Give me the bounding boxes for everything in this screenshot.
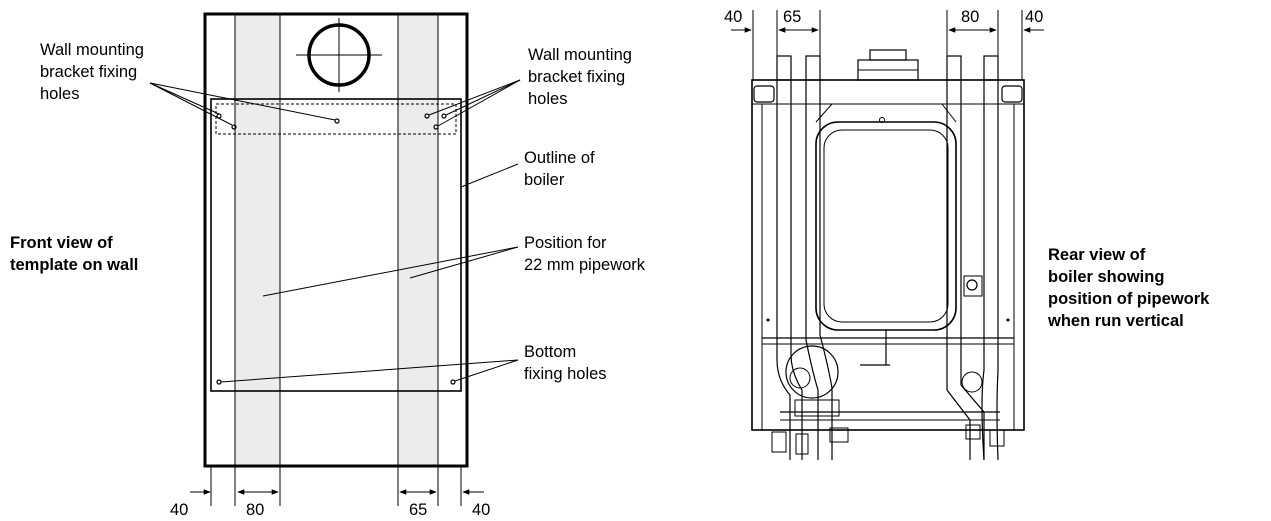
- label-line: Wall mounting: [40, 41, 144, 59]
- template-outline: [203, 12, 469, 468]
- label-line: bracket fixing: [40, 63, 137, 81]
- label-bottom-fixing-holes: Bottom fixing holes: [524, 343, 607, 383]
- title-line: template on wall: [10, 256, 138, 274]
- title-line: Front view of: [10, 234, 113, 252]
- dim-65: 65: [409, 501, 427, 519]
- front-template-view: Wall mounting bracket fixing holes Wall …: [10, 12, 646, 519]
- label-line: holes: [40, 85, 79, 103]
- flue-opening: [296, 18, 382, 92]
- title-line: boiler showing: [1048, 268, 1164, 286]
- bracket-hole: [231, 124, 237, 130]
- title-line: position of pipework: [1048, 290, 1210, 308]
- pipe-left-pair: [771, 55, 849, 460]
- label-line: boiler: [524, 171, 565, 189]
- label-line: Position for: [524, 234, 607, 252]
- label-line: 22 mm pipework: [524, 256, 646, 274]
- label-wall-mounting-right: Wall mounting bracket fixing holes: [528, 46, 637, 108]
- rear-view-title: Rear view of boiler showing position of …: [1047, 246, 1214, 330]
- rear-boiler-view: 40 65 80 40: [724, 8, 1214, 461]
- boiler-outline: [210, 98, 462, 392]
- label-line: bracket fixing: [528, 68, 625, 86]
- bottom-hole: [216, 379, 222, 385]
- label-outline-of-boiler: Outline of boiler: [524, 149, 599, 189]
- title-line: when run vertical: [1047, 312, 1184, 330]
- wall-bracket-outline: [215, 103, 457, 135]
- label-position-pipework: Position for 22 mm pipework: [524, 234, 646, 274]
- label-line: Wall mounting: [528, 46, 632, 64]
- pipe-right-pair: [946, 55, 1005, 461]
- label-wall-mounting-left: Wall mounting bracket fixing holes: [40, 41, 149, 103]
- dim-40-left: 40: [170, 501, 188, 519]
- dim-40-right: 40: [472, 501, 490, 519]
- dim-65: 65: [783, 8, 801, 26]
- pipe-band-right: [398, 14, 438, 466]
- dim-40-right: 40: [1025, 8, 1043, 26]
- front-view-title: Front view of template on wall: [10, 234, 138, 274]
- bracket-hole: [334, 118, 340, 124]
- label-line: holes: [528, 90, 567, 108]
- bracket-hole: [424, 113, 430, 119]
- label-line: Bottom: [524, 343, 576, 361]
- dim-80: 80: [961, 8, 979, 26]
- title-line: Rear view of: [1048, 246, 1146, 264]
- expansion-vessel: [815, 121, 957, 331]
- dim-40-left: 40: [724, 8, 742, 26]
- bracket-hole: [433, 124, 439, 130]
- dim-80: 80: [246, 501, 264, 519]
- label-line: fixing holes: [524, 365, 607, 383]
- bottom-hole: [450, 379, 456, 385]
- pipe-band-left: [235, 14, 280, 466]
- bracket-hole: [441, 113, 447, 119]
- label-line: Outline of: [524, 149, 595, 167]
